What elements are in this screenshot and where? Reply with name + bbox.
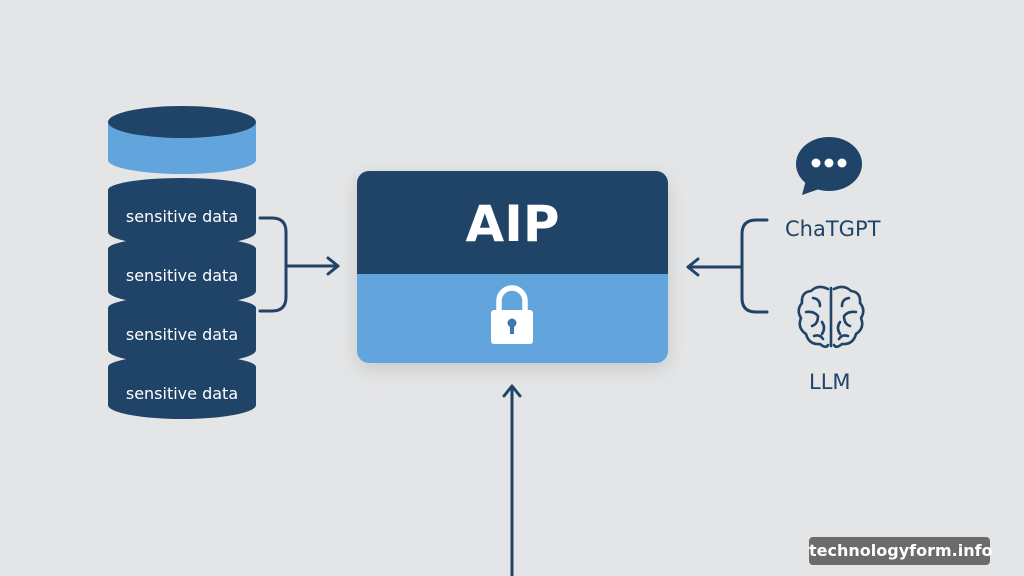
bottom-arrow bbox=[502, 384, 522, 576]
database-layer-1 bbox=[108, 178, 256, 246]
left-bracket bbox=[258, 216, 288, 313]
left-arrow-head bbox=[326, 256, 340, 276]
database-layer-label: sensitive data bbox=[125, 325, 239, 344]
aip-title: AIP bbox=[465, 195, 560, 253]
database-cylinder bbox=[108, 106, 256, 419]
database-layer-label: sensitive data bbox=[125, 266, 239, 285]
chat-bubble-icon bbox=[796, 137, 862, 195]
llm-label: LLM bbox=[809, 370, 851, 394]
database-layer-3 bbox=[108, 296, 256, 364]
left-bracket-arrow bbox=[258, 216, 340, 313]
database-layer-4 bbox=[108, 355, 256, 419]
watermark: technologyform.info bbox=[809, 537, 993, 565]
database-layer-label: sensitive data bbox=[125, 384, 239, 403]
lock-icon bbox=[491, 285, 533, 344]
right-arrow-head bbox=[686, 257, 700, 277]
aip-header bbox=[357, 171, 668, 274]
brain-icon bbox=[797, 285, 865, 349]
right-bracket-arrow bbox=[686, 218, 769, 314]
database-layer-2 bbox=[108, 237, 256, 305]
bottom-arrow-head bbox=[502, 384, 522, 398]
database-top-cap bbox=[108, 106, 256, 138]
right-bracket bbox=[740, 218, 769, 314]
chatgpt-label: ChaTGPT bbox=[785, 217, 881, 241]
database-layer-label: sensitive data bbox=[125, 207, 239, 226]
aip-box: AIP bbox=[357, 171, 668, 363]
